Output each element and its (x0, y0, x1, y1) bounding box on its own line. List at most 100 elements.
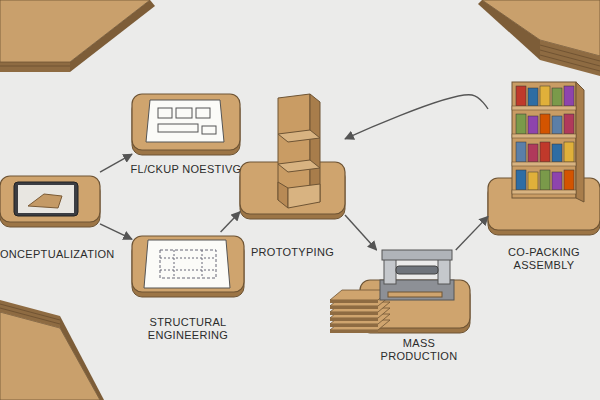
process-tile: MASS PRODUCTION (360, 250, 470, 335)
product-box (564, 170, 574, 190)
product-box (540, 170, 550, 190)
cardboard-edge (330, 318, 378, 321)
product-box (552, 144, 562, 162)
cardboard-line (0, 304, 60, 320)
tablet-screen (18, 185, 74, 213)
flow-arrow (345, 215, 377, 250)
tile-illustration (132, 232, 244, 300)
sketch-line (176, 108, 192, 118)
tile-group (132, 94, 240, 155)
product-box (516, 114, 526, 134)
shelf-base (278, 182, 288, 208)
cardboard-stack (478, 0, 600, 76)
blueprint-sheet (144, 240, 230, 288)
tile-group (132, 236, 244, 297)
sketch-line (158, 124, 198, 132)
machine-roller (396, 266, 438, 274)
tile-top (132, 94, 240, 150)
dieline (160, 250, 216, 278)
step-label: CO-PACKING ASSEMBLY (499, 246, 589, 272)
tablet-icon (14, 182, 78, 216)
cardboard-edge (478, 0, 540, 60)
product-box (540, 142, 550, 162)
flow-arrow (345, 95, 488, 139)
step-label: PROTOTYPING (233, 246, 353, 259)
shelf-back (278, 94, 310, 200)
product-box (552, 172, 562, 190)
cardboard-line (0, 66, 70, 67)
flow-arrow (100, 154, 132, 172)
shelf-board (278, 160, 320, 172)
shelf-base (288, 184, 320, 208)
cardboard-edge (330, 300, 378, 303)
tile-illustration (240, 92, 345, 222)
product-box (552, 116, 562, 134)
machine-beam (382, 250, 452, 260)
product-box (516, 170, 526, 190)
shelf-board (278, 130, 320, 142)
rack-frame (512, 82, 576, 198)
tile-illustration (132, 90, 240, 158)
tile-top (132, 236, 244, 292)
product-box (552, 88, 562, 106)
cardboard-line (0, 308, 60, 324)
mockup-sheet (146, 100, 224, 142)
product-box (564, 114, 574, 134)
flow-arrow (456, 216, 488, 250)
product-box (528, 144, 538, 162)
dieline (160, 250, 216, 278)
rack-shelf (512, 134, 576, 138)
flow-arrow (100, 224, 132, 239)
product-box (564, 86, 574, 106)
flow-arrow (221, 212, 240, 232)
cardboard-line (540, 50, 600, 66)
product-box (540, 86, 550, 106)
cardboard-edge (0, 300, 60, 328)
product-box (516, 142, 526, 162)
process-tile: CO-PACKING ASSEMBLY (488, 78, 600, 238)
tile-group (330, 250, 470, 333)
tile-group (240, 94, 345, 219)
sketch-line (158, 108, 172, 118)
cardboard-edge (60, 316, 104, 400)
cardboard-sheet (0, 0, 150, 62)
sketch-line (196, 108, 210, 118)
product-box (516, 86, 526, 106)
tile-illustration (0, 172, 100, 228)
process-tile: STRUCTURAL ENGINEERING (132, 232, 244, 300)
tile-illustration (360, 250, 470, 335)
sketch-line (202, 126, 216, 134)
cardboard-edge (330, 324, 378, 327)
cardboard-line (540, 45, 600, 61)
tile-group (488, 82, 600, 235)
product-box (564, 142, 574, 162)
cardboard-edge (0, 62, 70, 72)
cardboard-edge (330, 306, 378, 309)
step-label: ONCEPTUALIZATION (0, 248, 140, 261)
cardboard-line (540, 55, 600, 71)
tile-group (0, 176, 100, 227)
product-box (528, 172, 538, 190)
step-label: STRUCTURAL ENGINEERING (138, 316, 238, 342)
product-box (540, 114, 550, 134)
cardboard-edge (330, 312, 378, 315)
process-tile: ONCEPTUALIZATION (0, 172, 100, 228)
process-tile: PROTOTYPING (240, 92, 345, 222)
cardboard-stack (0, 300, 104, 400)
cardboard-stack (0, 0, 155, 72)
sketch-box (28, 194, 62, 208)
rack-shelf (512, 190, 576, 194)
cardboard-sheet (388, 292, 442, 297)
tile-top (0, 176, 100, 222)
rack-shelf (512, 162, 576, 166)
rack-shelf (512, 106, 576, 110)
cardboard-edge (540, 40, 600, 76)
process-tile: FL/CKUP NOESTIVG (132, 90, 240, 158)
tile-illustration (488, 78, 600, 238)
step-label: MASS PRODUCTION (374, 337, 464, 363)
product-box (528, 88, 538, 106)
product-box (528, 116, 538, 134)
cardboard-edge (330, 330, 378, 333)
